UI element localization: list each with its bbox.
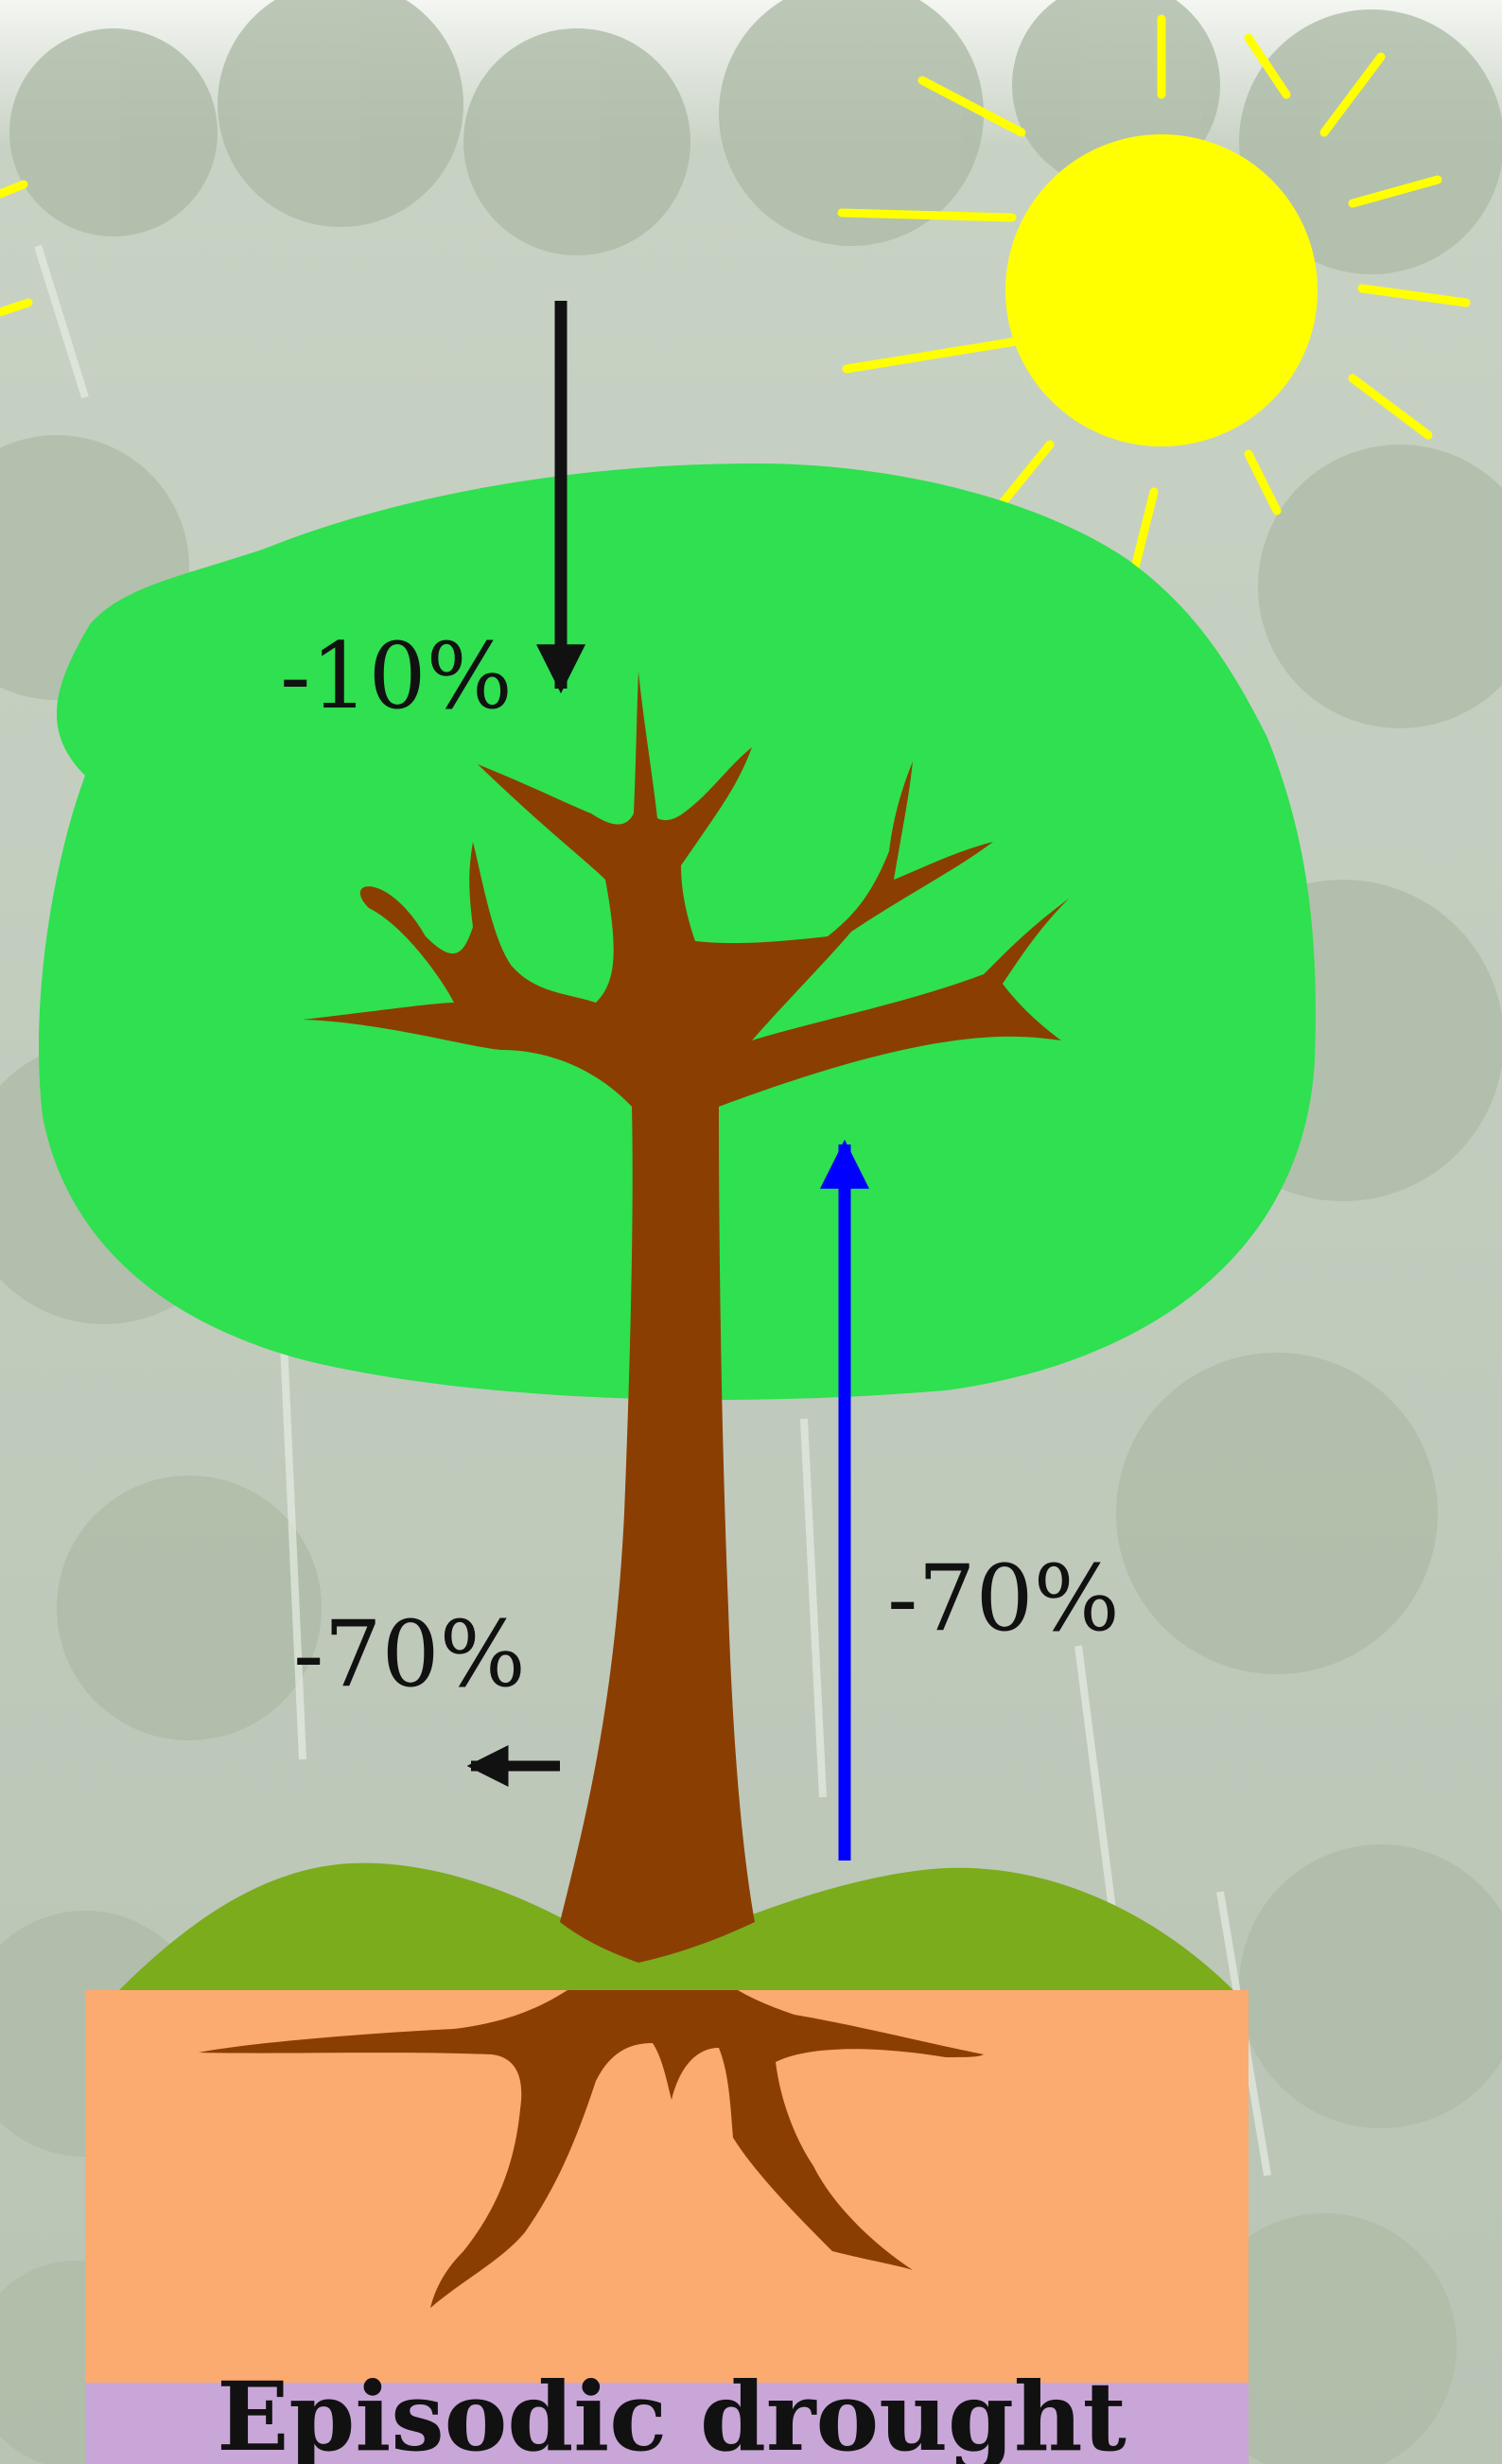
soil-layer <box>85 1990 1249 2464</box>
transpiration-label: -70% <box>293 1601 526 1707</box>
canopy-input-label: -10% <box>280 623 513 729</box>
tree-icon <box>39 463 1316 1991</box>
roots <box>199 1990 984 2308</box>
bedrock-layer <box>85 2383 1249 2464</box>
grass-mound <box>118 1862 1234 1991</box>
sun-icon <box>0 14 1471 572</box>
diagram-title: Episodic drought <box>217 2361 1126 2464</box>
sap-flow-label: -70% <box>887 1546 1120 1651</box>
trunk <box>303 672 1069 1963</box>
